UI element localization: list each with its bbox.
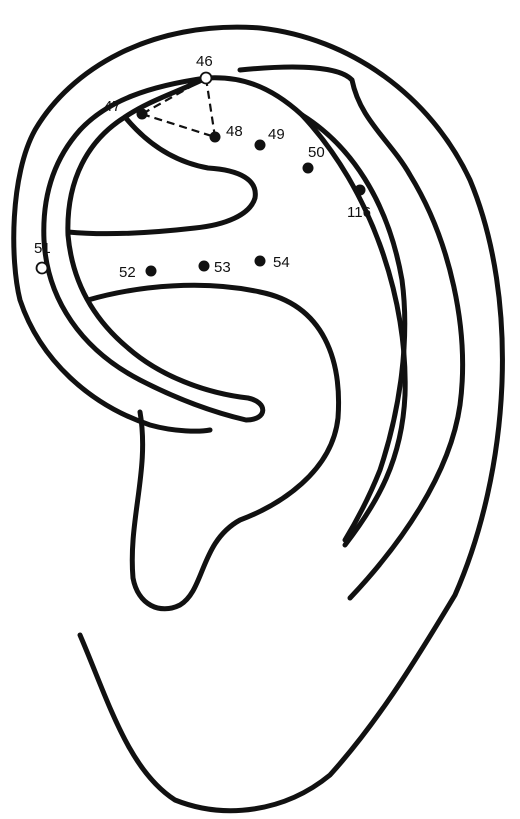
helix-inner-contour	[240, 67, 463, 598]
acupoint-53-label: 53	[214, 259, 231, 276]
acupoint-50-marker	[303, 163, 314, 174]
acupoint-48-label: 48	[226, 123, 243, 140]
acupoint-53: 53	[199, 259, 231, 276]
acupoint-47-label: 47	[104, 98, 121, 115]
acupoint-49-label: 49	[268, 126, 285, 143]
acupoint-46-label: 46	[196, 53, 213, 70]
acupoint-51: 51	[34, 240, 51, 274]
acupoint-116: 116	[347, 185, 371, 222]
acupoint-54-label: 54	[273, 254, 290, 271]
acupoint-52-label: 52	[119, 264, 136, 281]
helix-outer-outline	[44, 78, 405, 545]
acupoint-47-marker	[137, 109, 148, 120]
acupoint-50: 50	[303, 144, 325, 174]
acupoint-49: 49	[255, 126, 285, 151]
acupoint-52: 52	[119, 264, 157, 281]
acupoint-54-marker	[255, 256, 266, 267]
acupoint-54: 54	[255, 254, 290, 271]
point-47-48-connector	[142, 114, 215, 137]
acupoint-49-marker	[255, 140, 266, 151]
acupoint-116-label: 116	[347, 204, 371, 221]
acupoint-48-marker	[210, 132, 221, 143]
acupoint-51-marker	[37, 263, 48, 274]
acupoint-116-marker	[355, 185, 366, 196]
acupoint-51-label: 51	[34, 240, 51, 257]
acupoint-48: 48	[210, 123, 243, 143]
acupoint-53-marker	[199, 261, 210, 272]
inferior-crus	[88, 285, 339, 608]
point-46-48-connector	[206, 78, 215, 137]
acupoint-52-marker	[146, 266, 157, 277]
acupoint-50-label: 50	[308, 144, 325, 161]
acupoint-46-marker	[201, 73, 212, 84]
